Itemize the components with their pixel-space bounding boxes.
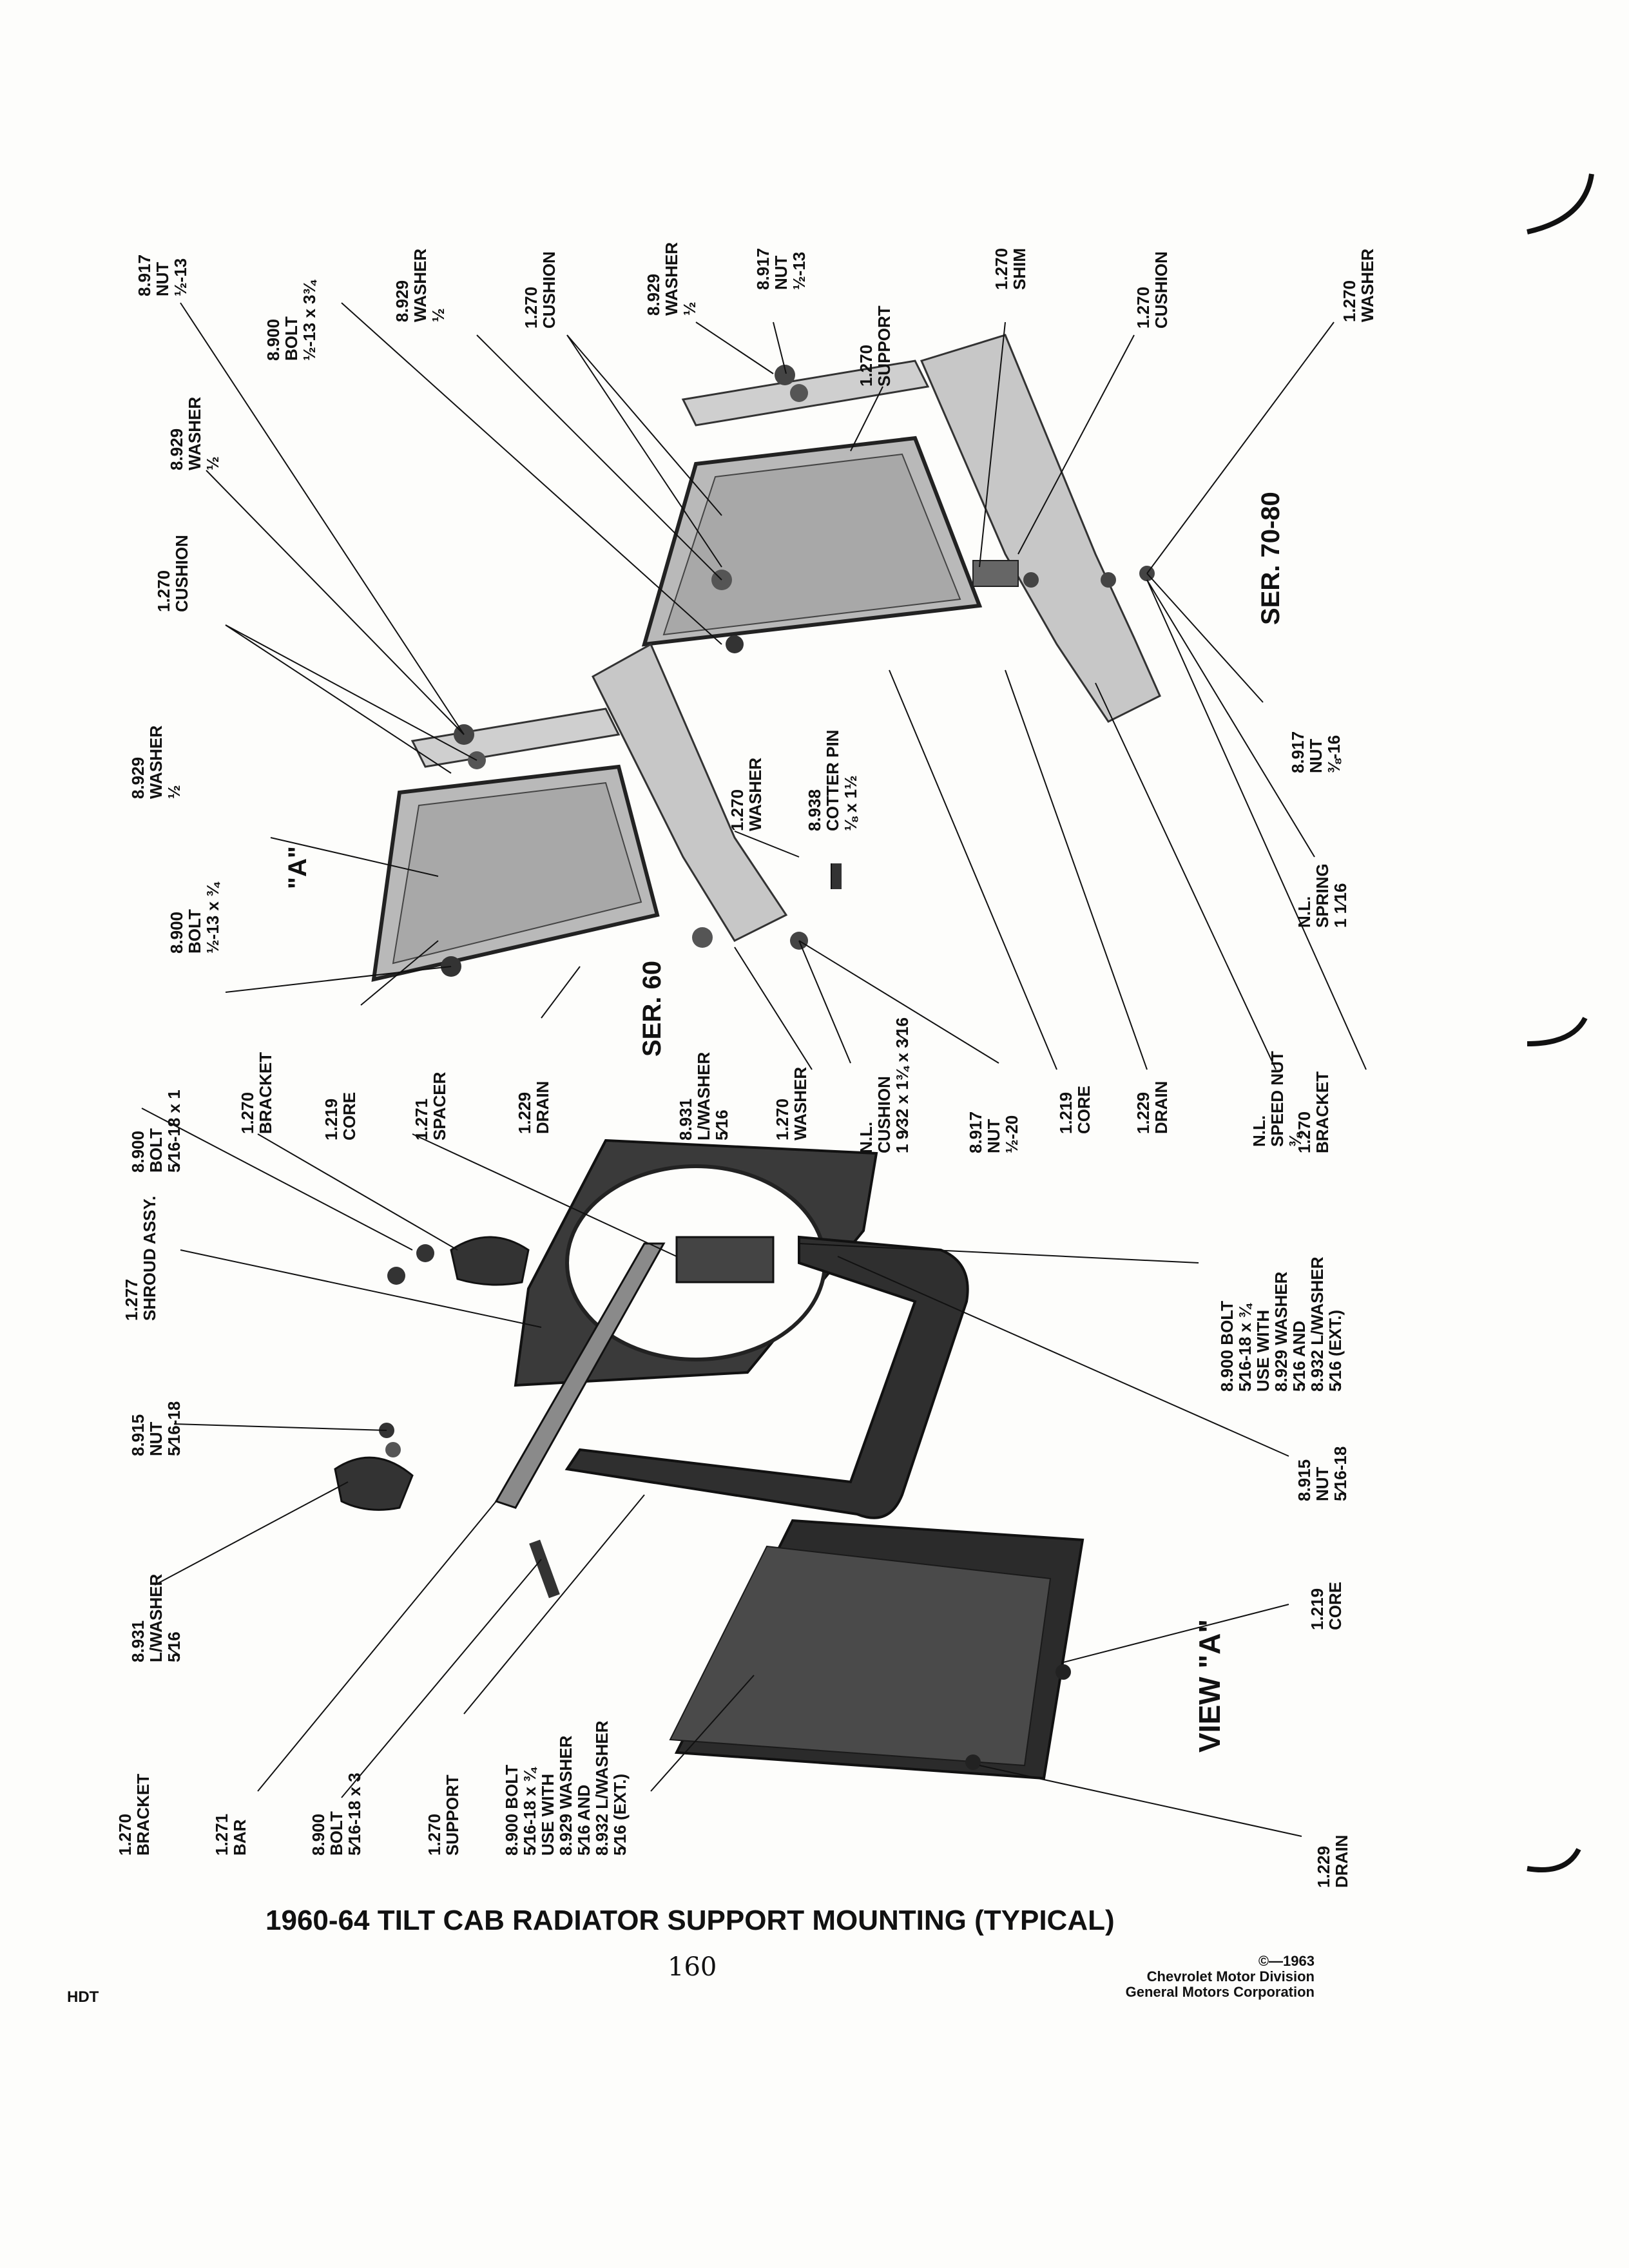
frame-rail-ser7080 <box>920 334 1161 723</box>
support-bar-ser60 <box>410 707 621 768</box>
document-code: HDT <box>67 1988 99 2006</box>
bolt-bracket-1 <box>416 1244 434 1262</box>
nut-ser7080-3 <box>1023 572 1039 588</box>
edge-mark-3 <box>1527 1848 1581 1872</box>
spacer-block <box>675 1236 775 1283</box>
label-view-a: VIEW "A" <box>1193 1619 1226 1753</box>
bar <box>494 1242 666 1509</box>
copyright-corporation: General Motors Corporation <box>1125 1984 1315 2000</box>
bolt-ser7080 <box>726 635 744 653</box>
core-face-view-a <box>669 1545 1052 1767</box>
frame-rail-ser60 <box>592 642 788 942</box>
bolt-bracket-2 <box>387 1267 405 1285</box>
nut-ser7080-2 <box>790 384 808 402</box>
drain-view-a <box>965 1754 981 1770</box>
copyright-year: ©—1963 <box>1258 1953 1315 1969</box>
washer-ser60-3 <box>692 927 713 948</box>
bolt-view-a <box>1055 1664 1071 1680</box>
edge-mark-2 <box>1527 1017 1588 1046</box>
washer-lower-bracket <box>385 1442 401 1457</box>
shim-ser7080 <box>972 560 1019 587</box>
label-ser-60: SER. 60 <box>638 961 666 1057</box>
leader-lines <box>141 302 1367 1837</box>
cotter-pin <box>831 863 842 889</box>
support-frame <box>564 1235 969 1519</box>
copyright-division: Chevrolet Motor Division <box>1146 1968 1315 1984</box>
label-detail-a: "A" <box>284 846 312 889</box>
copyright-notice: ©—1963 Chevrolet Motor Division General … <box>1089 1954 1315 2000</box>
core-fins-ser60 <box>392 782 642 965</box>
bracket-lower <box>334 1456 414 1511</box>
page-number: 160 <box>668 1952 717 1982</box>
edge-mark-1 <box>1527 173 1594 235</box>
figure-caption: 1960-64 TILT CAB RADIATOR SUPPORT MOUNTI… <box>265 1905 1115 1936</box>
core-fins-ser7080 <box>662 453 961 636</box>
long-bolt <box>529 1539 560 1599</box>
bracket-upper <box>450 1236 530 1286</box>
nut-ser7080-4 <box>1101 572 1116 588</box>
nut-ser7080-1 <box>775 365 795 385</box>
label-ser-70-80: SER. 70-80 <box>1257 492 1285 625</box>
